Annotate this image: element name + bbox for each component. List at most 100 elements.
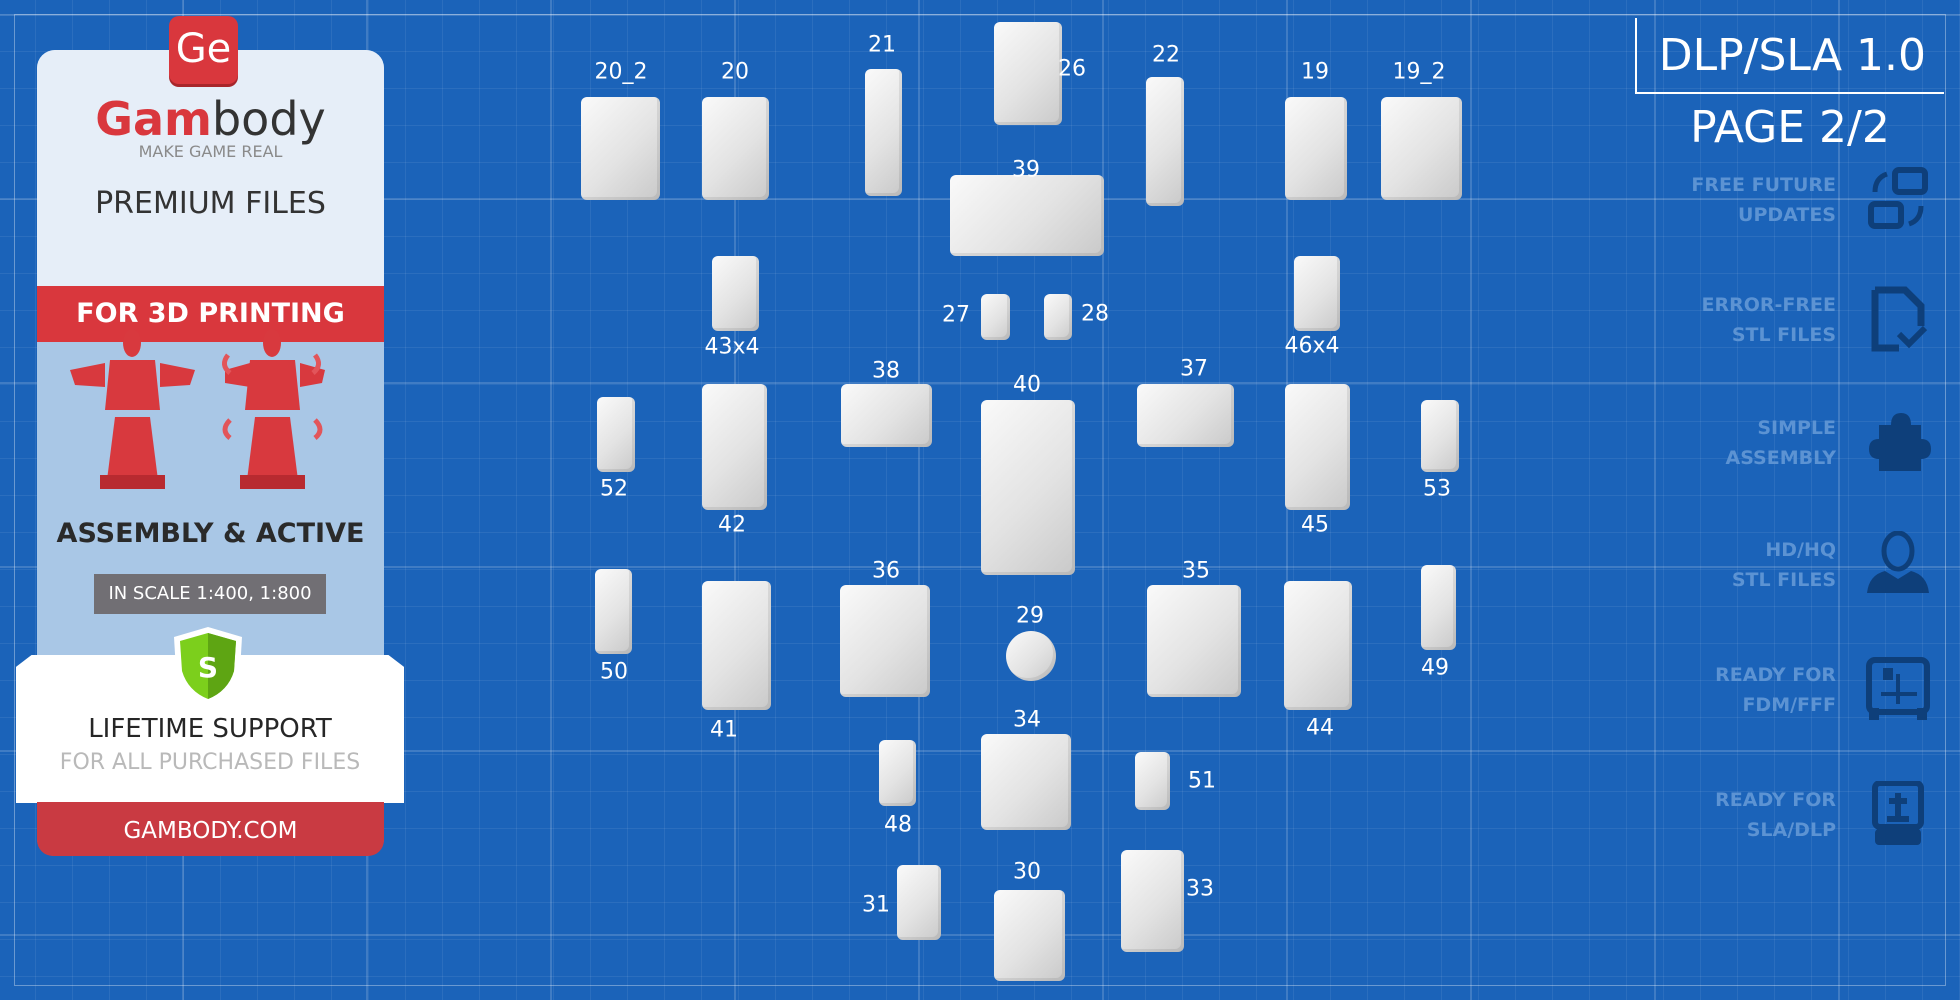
file-check-icon — [1865, 286, 1931, 352]
version-title: DLP/SLA 1.0 — [1635, 18, 1944, 94]
part-number-label: 30 — [1013, 859, 1041, 885]
model-part-37 — [1137, 384, 1234, 447]
part-number-label: 28 — [1081, 301, 1109, 327]
model-part-42 — [702, 384, 767, 510]
model-part-49 — [1421, 565, 1456, 650]
model-part-48 — [879, 740, 916, 806]
part-number-label: 44 — [1306, 715, 1334, 741]
for-3d-printing-band: FOR 3D PRINTING — [37, 286, 384, 342]
feature-label-line2: FDM/FFF — [1742, 694, 1836, 716]
active-figure-icon — [222, 329, 325, 489]
model-part-31 — [897, 865, 941, 940]
model-part-52 — [597, 397, 635, 472]
part-number-label: 27 — [942, 302, 970, 328]
shield-letter: S — [198, 651, 218, 684]
feature-label: FREE FUTURE UPDATES — [1596, 170, 1836, 230]
model-part-40 — [981, 400, 1075, 575]
model-part-22 — [1146, 77, 1184, 206]
model-part-19 — [1285, 97, 1347, 200]
part-number-label: 43x4 — [704, 334, 760, 360]
part-number-label: 31 — [862, 892, 890, 918]
part-number-label: 29 — [1016, 603, 1044, 629]
lifetime-support-subtitle: FOR ALL PURCHASED FILES — [59, 750, 361, 775]
premium-files-heading: PREMIUM FILES — [95, 186, 326, 221]
feature-label: READY FOR FDM/FFF — [1596, 660, 1836, 720]
part-number-label: 19 — [1301, 59, 1329, 85]
part-number-label: 26 — [1058, 56, 1086, 82]
part-number-label: 20 — [721, 59, 749, 85]
assembly-figures-illustration — [70, 329, 325, 489]
brand-name: Gambody — [37, 92, 384, 146]
lifetime-support-title: LIFETIME SUPPORT — [88, 714, 332, 744]
page-indicator: PAGE 2/2 — [1690, 102, 1890, 153]
part-number-label: 40 — [1013, 372, 1041, 398]
part-number-label: 49 — [1421, 655, 1449, 681]
part-number-label: 45 — [1301, 512, 1329, 538]
part-number-label: 48 — [884, 812, 912, 838]
brand-name-dark: body — [211, 92, 326, 146]
part-number-label: 20_2 — [594, 59, 648, 85]
part-number-label: 41 — [710, 717, 738, 743]
part-number-label: 51 — [1188, 768, 1216, 794]
model-part-20-2 — [581, 97, 660, 200]
part-number-label: 19_2 — [1392, 59, 1446, 85]
model-part-46x4 — [1294, 256, 1340, 331]
puzzle-icon — [1865, 409, 1931, 475]
feature-label: READY FOR SLA/DLP — [1596, 785, 1836, 845]
part-number-label: 38 — [872, 358, 900, 384]
feature-label-line1: READY FOR — [1715, 789, 1836, 811]
model-part-38 — [841, 384, 932, 447]
feature-label-line2: STL FILES — [1731, 569, 1836, 591]
model-part-39 — [950, 175, 1104, 256]
part-number-label: 21 — [868, 32, 896, 58]
feature-label-line1: ERROR-FREE — [1701, 294, 1836, 316]
part-number-label: 22 — [1152, 42, 1180, 68]
part-number-label: 52 — [600, 476, 628, 502]
static-figure-icon — [70, 329, 195, 489]
part-number-label: 36 — [872, 558, 900, 584]
model-part-33 — [1121, 850, 1184, 952]
feature-label: ERROR-FREE STL FILES — [1596, 290, 1836, 350]
feature-label-line2: SLA/DLP — [1746, 819, 1836, 841]
model-part-20 — [702, 97, 769, 200]
part-number-label: 33 — [1186, 876, 1214, 902]
part-number-label: 39 — [1012, 157, 1040, 183]
model-part-43x4 — [712, 256, 759, 331]
feature-label: HD/HQ STL FILES — [1596, 535, 1836, 595]
part-number-label: 46x4 — [1284, 333, 1340, 359]
model-part-19-2 — [1381, 97, 1462, 200]
feature-label-line2: UPDATES — [1738, 204, 1836, 226]
feature-label-line2: ASSEMBLY — [1725, 447, 1837, 469]
model-part-44 — [1284, 581, 1352, 710]
brand-name-red: Gam — [95, 92, 212, 146]
shield-icon: S — [174, 627, 242, 705]
model-part-27 — [981, 294, 1010, 340]
model-part-45 — [1285, 384, 1350, 510]
fdm-printer-icon — [1865, 656, 1931, 722]
part-number-label: 42 — [718, 512, 746, 538]
model-part-29 — [1006, 631, 1056, 681]
part-number-label: 35 — [1182, 558, 1210, 584]
brand-tagline: MAKE GAME REAL — [138, 142, 283, 161]
part-number-label: 53 — [1423, 476, 1451, 502]
gambody-site-link[interactable]: GAMBODY.COM — [37, 802, 384, 856]
part-number-label: 37 — [1180, 356, 1208, 382]
part-number-label: 50 — [600, 659, 628, 685]
model-part-34 — [981, 734, 1071, 830]
feature-label-line2: STL FILES — [1731, 324, 1836, 346]
assembly-active-heading: ASSEMBLY & ACTIVE — [56, 518, 365, 549]
model-part-21 — [865, 69, 902, 196]
model-part-36 — [840, 585, 930, 697]
model-part-41 — [702, 581, 771, 710]
model-part-53 — [1421, 400, 1459, 472]
model-part-51 — [1135, 752, 1170, 810]
feature-label-line1: FREE FUTURE — [1691, 174, 1836, 196]
updates-icon — [1865, 166, 1931, 232]
model-part-28 — [1044, 294, 1072, 340]
feature-label-line1: READY FOR — [1715, 664, 1836, 686]
sla-printer-icon — [1865, 780, 1931, 847]
bust-icon — [1865, 530, 1931, 597]
scale-badge: IN SCALE 1:400, 1:800 — [94, 574, 326, 614]
feature-label-line1: HD/HQ — [1765, 539, 1836, 561]
